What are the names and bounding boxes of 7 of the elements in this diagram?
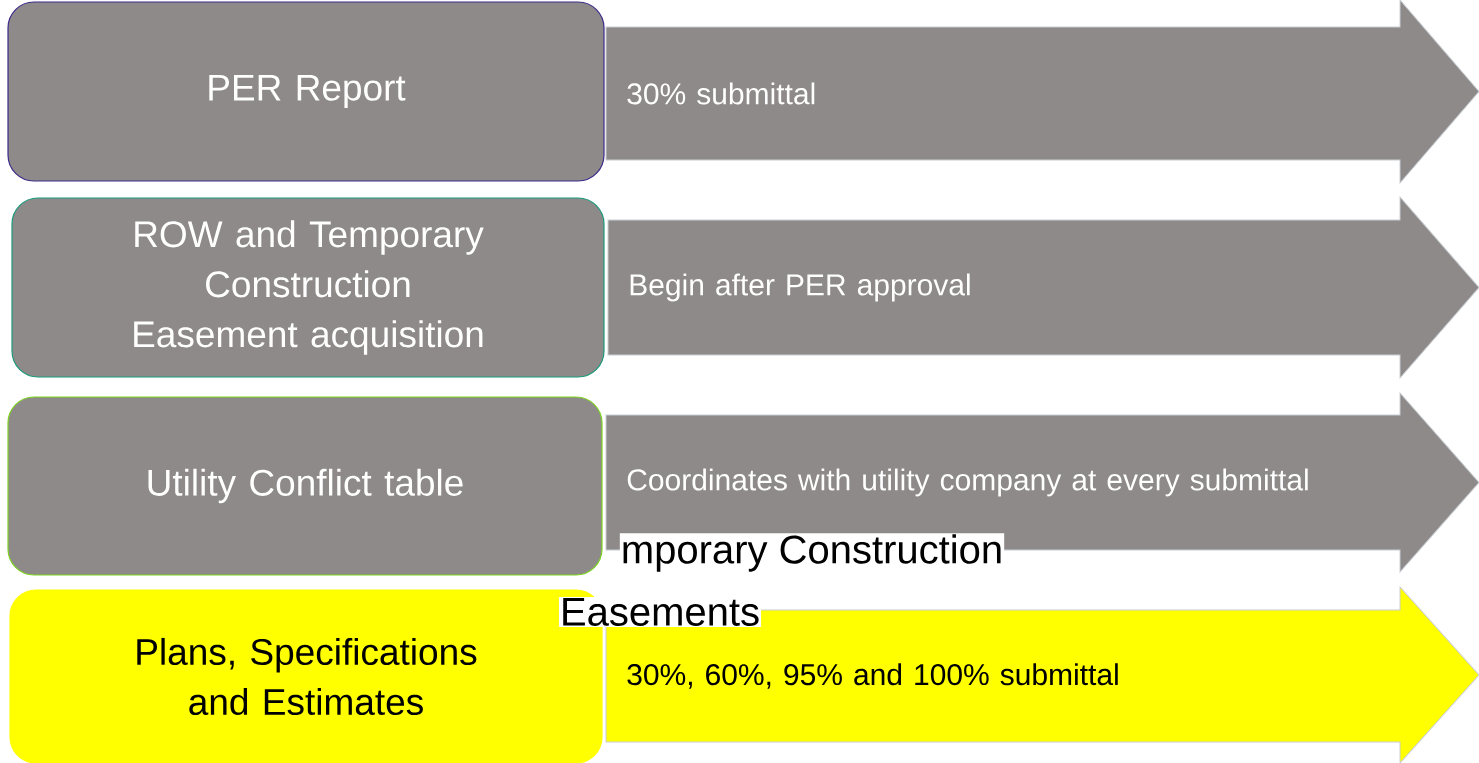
overlapping-text: mporary Construction xyxy=(619,533,1005,573)
process-box: PER Report xyxy=(7,1,605,182)
overlapping-text: Easements xyxy=(558,597,762,627)
arrow-band: Begin after PER approval xyxy=(607,196,1479,379)
arrow-band: 30% submittal xyxy=(605,0,1479,184)
process-box: Utility Conflict table xyxy=(7,396,603,576)
process-box: ROW and Temporary Construction Easement acquisition xyxy=(11,197,605,378)
